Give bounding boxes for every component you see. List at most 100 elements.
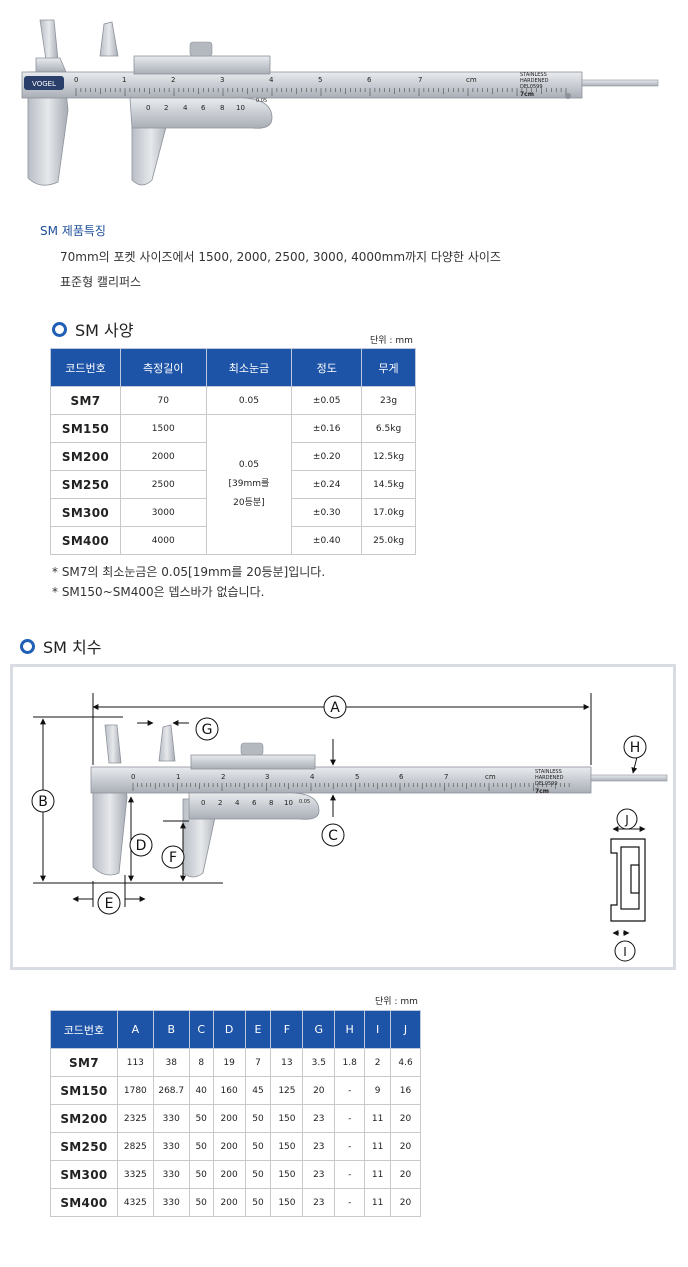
dimension-cell: 2 (364, 1048, 392, 1077)
length-cell: 2000 (119, 442, 207, 471)
dimension-cell: 40 (188, 1076, 214, 1105)
vernier-number: 0 (146, 104, 150, 112)
inscription-line: STAINLESS (520, 72, 547, 78)
dim-label-a: A (323, 695, 347, 719)
size-label: 7cm (535, 788, 549, 795)
dimension-cell: 50 (244, 1188, 272, 1217)
dimension-cell: 20 (390, 1104, 421, 1133)
dim-label-b: B (31, 789, 55, 813)
resolution-line: [39mm를 (228, 479, 270, 489)
dimension-cell: 11 (364, 1188, 392, 1217)
dimension-cell: 23 (302, 1104, 336, 1133)
code-cell: SM250 (50, 1132, 118, 1161)
code-cell: SM7 (50, 1048, 118, 1077)
caliper-photo: VOGEL 0 1 2 3 4 5 6 7 cm 0 2 4 6 8 10 0.… (21, 19, 659, 186)
svg-text:D: D (136, 838, 147, 854)
scale-number: 6 (399, 773, 404, 781)
dimension-cell: 200 (212, 1104, 246, 1133)
code-cell: SM400 (50, 1188, 118, 1217)
dimension-cell: 330 (152, 1188, 190, 1217)
header-cell: G (302, 1010, 336, 1049)
spec-table: 코드번호 측정길이 최소눈금 정도 무게 SM7 70 0.05 ±0.05 2… (50, 348, 416, 555)
dimension-cell: 23 (302, 1160, 336, 1189)
accuracy-cell: ±0.40 (291, 526, 363, 555)
vernier-number: 2 (164, 104, 168, 112)
dimension-cell: 20 (390, 1132, 421, 1161)
spec-note: * SM150~SM400은 뎁스바가 없습니다. (52, 585, 265, 599)
header-cell: J (390, 1010, 421, 1049)
dimension-cell: 38 (152, 1048, 190, 1077)
dimension-cell: 11 (364, 1132, 392, 1161)
dimension-cell: 50 (244, 1104, 272, 1133)
vernier-number: 10 (236, 104, 245, 112)
dimension-cell: 268.7 (152, 1076, 190, 1105)
scale-number: 2 (221, 773, 225, 781)
accuracy-cell: ±0.16 (291, 414, 363, 443)
dimension-cell: 200 (212, 1132, 246, 1161)
dimension-cell: 50 (188, 1132, 214, 1161)
table-row: SM150 1500 0.05 [39mm를 20등분] ±0.16 6.5kg (50, 414, 416, 555)
section-bullet-icon (52, 321, 67, 337)
code-cell: SM150 (50, 414, 121, 443)
feature-line: 표준형 캘리퍼스 (60, 275, 142, 289)
dimension-cell: 2325 (116, 1104, 154, 1133)
dimension-cell: 50 (188, 1188, 214, 1217)
dimension-cell: 113 (116, 1048, 154, 1077)
dimension-cell: 150 (270, 1132, 304, 1161)
scale-unit: cm (466, 76, 477, 84)
scale-number: 7 (418, 76, 422, 84)
dimension-cell: 150 (270, 1160, 304, 1189)
dimension-cell: 13 (270, 1048, 304, 1077)
svg-text:C: C (328, 828, 338, 844)
header-cell: D (212, 1010, 246, 1049)
code-cell: SM400 (50, 526, 121, 555)
dimension-cell: 160 (212, 1076, 246, 1105)
dimension-cell: 8 (188, 1048, 214, 1077)
spec-unit: 단위 : mm (370, 336, 413, 346)
svg-text:H: H (630, 740, 641, 756)
dimension-cell: 20 (390, 1160, 421, 1189)
dimension-cell: - (334, 1076, 366, 1105)
dimension-cell: - (334, 1104, 366, 1133)
resolution-line: 0.05 (238, 460, 259, 470)
header-cell: A (116, 1010, 154, 1049)
header-cell: 코드번호 (50, 1010, 118, 1049)
svg-text:B: B (38, 794, 48, 810)
header-cell: C (188, 1010, 214, 1049)
dim-label-g: G (195, 717, 219, 741)
weight-cell: 6.5kg (361, 414, 416, 443)
dimension-cell: 19 (212, 1048, 246, 1077)
header-cell: 무게 (361, 348, 416, 387)
header-cell: I (364, 1010, 392, 1049)
dimension-cell: 4325 (116, 1188, 154, 1217)
code-cell: SM150 (50, 1076, 118, 1105)
header-cell: 최소눈금 (205, 348, 293, 387)
spec-heading-text: SM 사양 (75, 321, 134, 340)
vernier-resolution: 0.05 (256, 98, 267, 104)
dim-label-f: F (161, 845, 185, 869)
vernier-number: 0 (201, 799, 205, 807)
svg-text:I: I (623, 945, 627, 959)
scale-number: 4 (269, 76, 274, 84)
svg-text:E: E (105, 896, 114, 912)
dimension-cell: 125 (270, 1076, 304, 1105)
length-cell: 70 (119, 386, 207, 415)
scale-number: 5 (318, 76, 322, 84)
scale-number: 2 (171, 76, 175, 84)
weight-cell: 12.5kg (361, 442, 416, 471)
dim-label-h: H (623, 735, 647, 759)
code-cell: SM300 (50, 1160, 118, 1189)
dimension-cell: 7 (244, 1048, 272, 1077)
vernier-number: 6 (252, 799, 257, 807)
dimensions-unit: 단위 : mm (375, 997, 418, 1007)
dimension-cell: 23 (302, 1188, 336, 1217)
dimension-cell: 330 (152, 1104, 190, 1133)
dim-label-e: E (97, 891, 121, 915)
accuracy-cell: ±0.05 (291, 386, 363, 415)
scale-number: 0 (74, 76, 78, 84)
svg-text:G: G (202, 722, 213, 738)
vernier-number: 2 (218, 799, 222, 807)
inscription-line: HARDENED (535, 775, 564, 781)
